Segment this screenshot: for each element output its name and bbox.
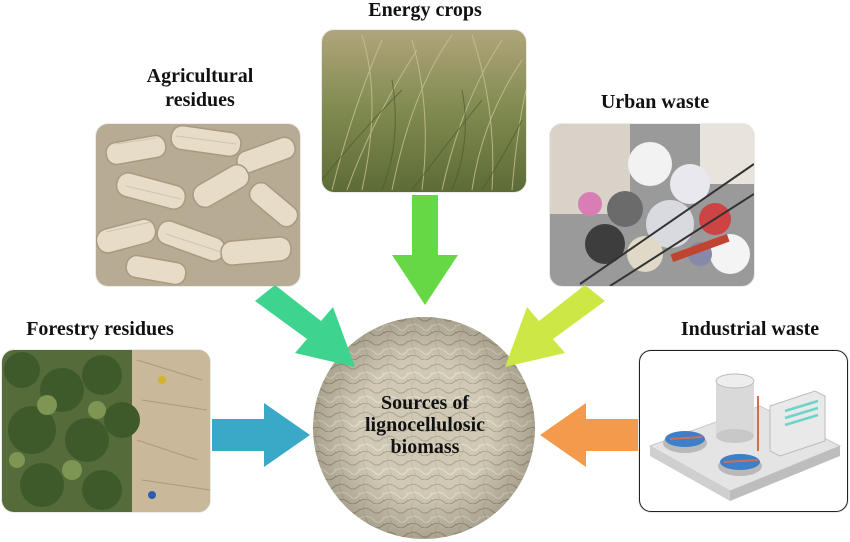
arrow-urban-shape — [505, 285, 605, 367]
arrow-urban-waste — [505, 285, 605, 367]
arrow-agricultural-shape — [255, 285, 355, 367]
label-energy-crops: Energy crops — [368, 0, 482, 21]
center-label-line1: Sources of — [381, 392, 469, 414]
center-label-line2: lignocellulosic — [365, 414, 485, 436]
center-label-line3: biomass — [390, 436, 460, 458]
arrow-agricultural-residues — [255, 285, 355, 367]
center-label: Sources of lignocellulosic biomass — [330, 392, 520, 458]
label-urban-waste: Urban waste — [600, 91, 710, 113]
label-agricultural-line2: residues — [165, 89, 235, 111]
energy-crops-image — [322, 30, 526, 192]
forestry-residues-image — [2, 350, 210, 512]
arrow-energy-crops-shape — [392, 195, 458, 305]
arrow-forestry-shape — [212, 403, 310, 467]
arrow-forestry-residues — [212, 403, 310, 467]
agricultural-residues-image — [96, 124, 300, 286]
industrial-waste-image — [639, 350, 848, 512]
label-forestry-residues: Forestry residues — [26, 318, 174, 340]
label-industrial-waste: Industrial waste — [680, 318, 820, 340]
arrow-energy-crops — [392, 195, 458, 305]
urban-waste-image — [550, 124, 754, 286]
arrow-industrial-shape — [540, 403, 638, 467]
arrow-industrial-waste — [540, 403, 638, 467]
label-agricultural-line1: Agricultural — [146, 65, 254, 87]
label-agricultural-residues: Agricultural residues — [100, 64, 300, 112]
